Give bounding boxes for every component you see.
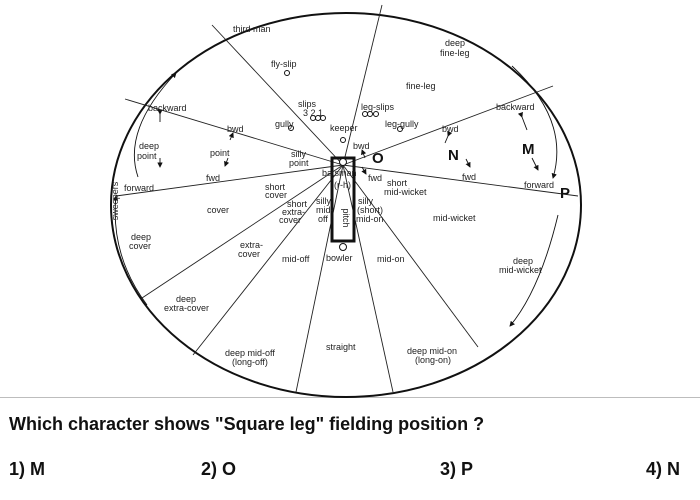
- label-bowler: bowler: [326, 253, 353, 263]
- label-batsman: batsman: [322, 168, 357, 178]
- label-point: point: [210, 148, 230, 158]
- label-forward-off: forward: [124, 183, 154, 193]
- fielder-dots: [284, 70, 403, 143]
- label-fwd-leg: fwd: [462, 172, 476, 182]
- label-fine-leg: fine-leg: [406, 81, 436, 91]
- label-short-cover-2: cover: [265, 190, 287, 200]
- label-short-extra-cover-2: extra-: [282, 207, 305, 217]
- boundary: [110, 12, 582, 398]
- marker-n: N: [448, 147, 459, 164]
- label-deep-extra-cover-2: extra-cover: [164, 303, 209, 313]
- label-rh: (r-h): [334, 180, 351, 190]
- label-deep-mid-off-1: deep mid-off: [225, 348, 275, 358]
- label-fwd-off: fwd: [206, 173, 220, 183]
- label-extra-cover-2: cover: [238, 249, 260, 259]
- field-svg: third man fly-slip slips 3 2 1 gully kee…: [110, 4, 582, 398]
- label-slips: slips: [298, 99, 317, 109]
- label-leg-slips: leg-slips: [361, 102, 395, 112]
- label-sweepers: sweepers: [110, 181, 120, 220]
- label-silly-mid-on-3: mid-on: [356, 214, 384, 224]
- label-short-extra-cover-1: short: [287, 199, 308, 209]
- label-extra-cover-1: extra-: [240, 240, 263, 250]
- label-deep-fine-leg-1: deep: [445, 38, 465, 48]
- label-deep-mid-on-1: deep mid-on: [407, 346, 457, 356]
- label-gully: gully: [275, 119, 294, 129]
- sector-lines: [115, 4, 579, 393]
- label-backward-off: backward: [148, 103, 187, 113]
- option-3[interactable]: 3) P: [440, 459, 474, 479]
- label-silly-point-1: silly: [291, 149, 306, 159]
- label-third-man: third man: [233, 24, 271, 34]
- batsman-dot: [339, 158, 347, 166]
- label-deep-mid-off-2: (long-off): [232, 357, 268, 367]
- label-silly-mid-on-1: silly: [358, 196, 373, 206]
- label-silly-mid-on-2: (short): [357, 205, 383, 215]
- label-slip-numbers: 3 2 1: [303, 108, 323, 118]
- label-silly-point-2: point: [289, 158, 309, 168]
- field-diagram: third man fly-slip slips 3 2 1 gully kee…: [0, 4, 700, 398]
- label-fly-slip: fly-slip: [271, 59, 297, 69]
- label-fwd-batsman: fwd: [368, 173, 382, 183]
- label-silly-mid-off-3: off: [318, 214, 328, 224]
- label-short-cover-1: short: [265, 182, 286, 192]
- option-1[interactable]: 1) M: [9, 459, 45, 479]
- label-cover: cover: [207, 205, 229, 215]
- arrows: [112, 65, 559, 327]
- label-deep-point-2: point: [137, 151, 157, 161]
- label-mid-wicket: mid-wicket: [433, 213, 476, 223]
- label-short-extra-cover-3: cover: [279, 215, 301, 225]
- label-mid-off: mid-off: [282, 254, 310, 264]
- label-deep-point-1: deep: [139, 141, 159, 151]
- label-deep-extra-cover-1: deep: [176, 294, 196, 304]
- label-backward-leg: backward: [496, 102, 535, 112]
- label-pitch: pitch: [341, 208, 351, 227]
- label-short-mid-wicket-1: short: [387, 178, 408, 188]
- label-leg-gully: leg-gully: [385, 119, 419, 129]
- label-straight: straight: [326, 342, 356, 352]
- label-forward-leg: forward: [524, 180, 554, 190]
- option-2[interactable]: 2) O: [201, 459, 237, 479]
- label-silly-mid-off-2: mid-: [316, 205, 334, 215]
- label-deep-mid-on-2: (long-on): [415, 355, 451, 365]
- label-deep-cover-1: deep: [131, 232, 151, 242]
- question-text: Which character shows "Square leg" field…: [9, 414, 485, 434]
- label-deep-mid-wicket-2: mid-wicket: [499, 265, 542, 275]
- bowler-dot: [339, 243, 347, 251]
- label-deep-fine-leg-2: fine-leg: [440, 48, 470, 58]
- option-4[interactable]: 4) N: [646, 459, 681, 479]
- label-bwd-off: bwd: [227, 124, 244, 134]
- label-short-mid-wicket-2: mid-wicket: [384, 187, 427, 197]
- label-deep-cover-2: cover: [129, 241, 151, 251]
- marker-m: M: [522, 141, 535, 158]
- label-silly-mid-off-1: silly: [316, 196, 331, 206]
- marker-o: O: [372, 150, 384, 167]
- label-deep-mid-wicket-1: deep: [513, 256, 533, 266]
- marker-p: P: [560, 185, 570, 202]
- label-bwd-leg: bwd: [442, 124, 459, 134]
- label-mid-on: mid-on: [377, 254, 405, 264]
- label-bwd-keeper: bwd: [353, 141, 370, 151]
- label-keeper: keeper: [330, 123, 358, 133]
